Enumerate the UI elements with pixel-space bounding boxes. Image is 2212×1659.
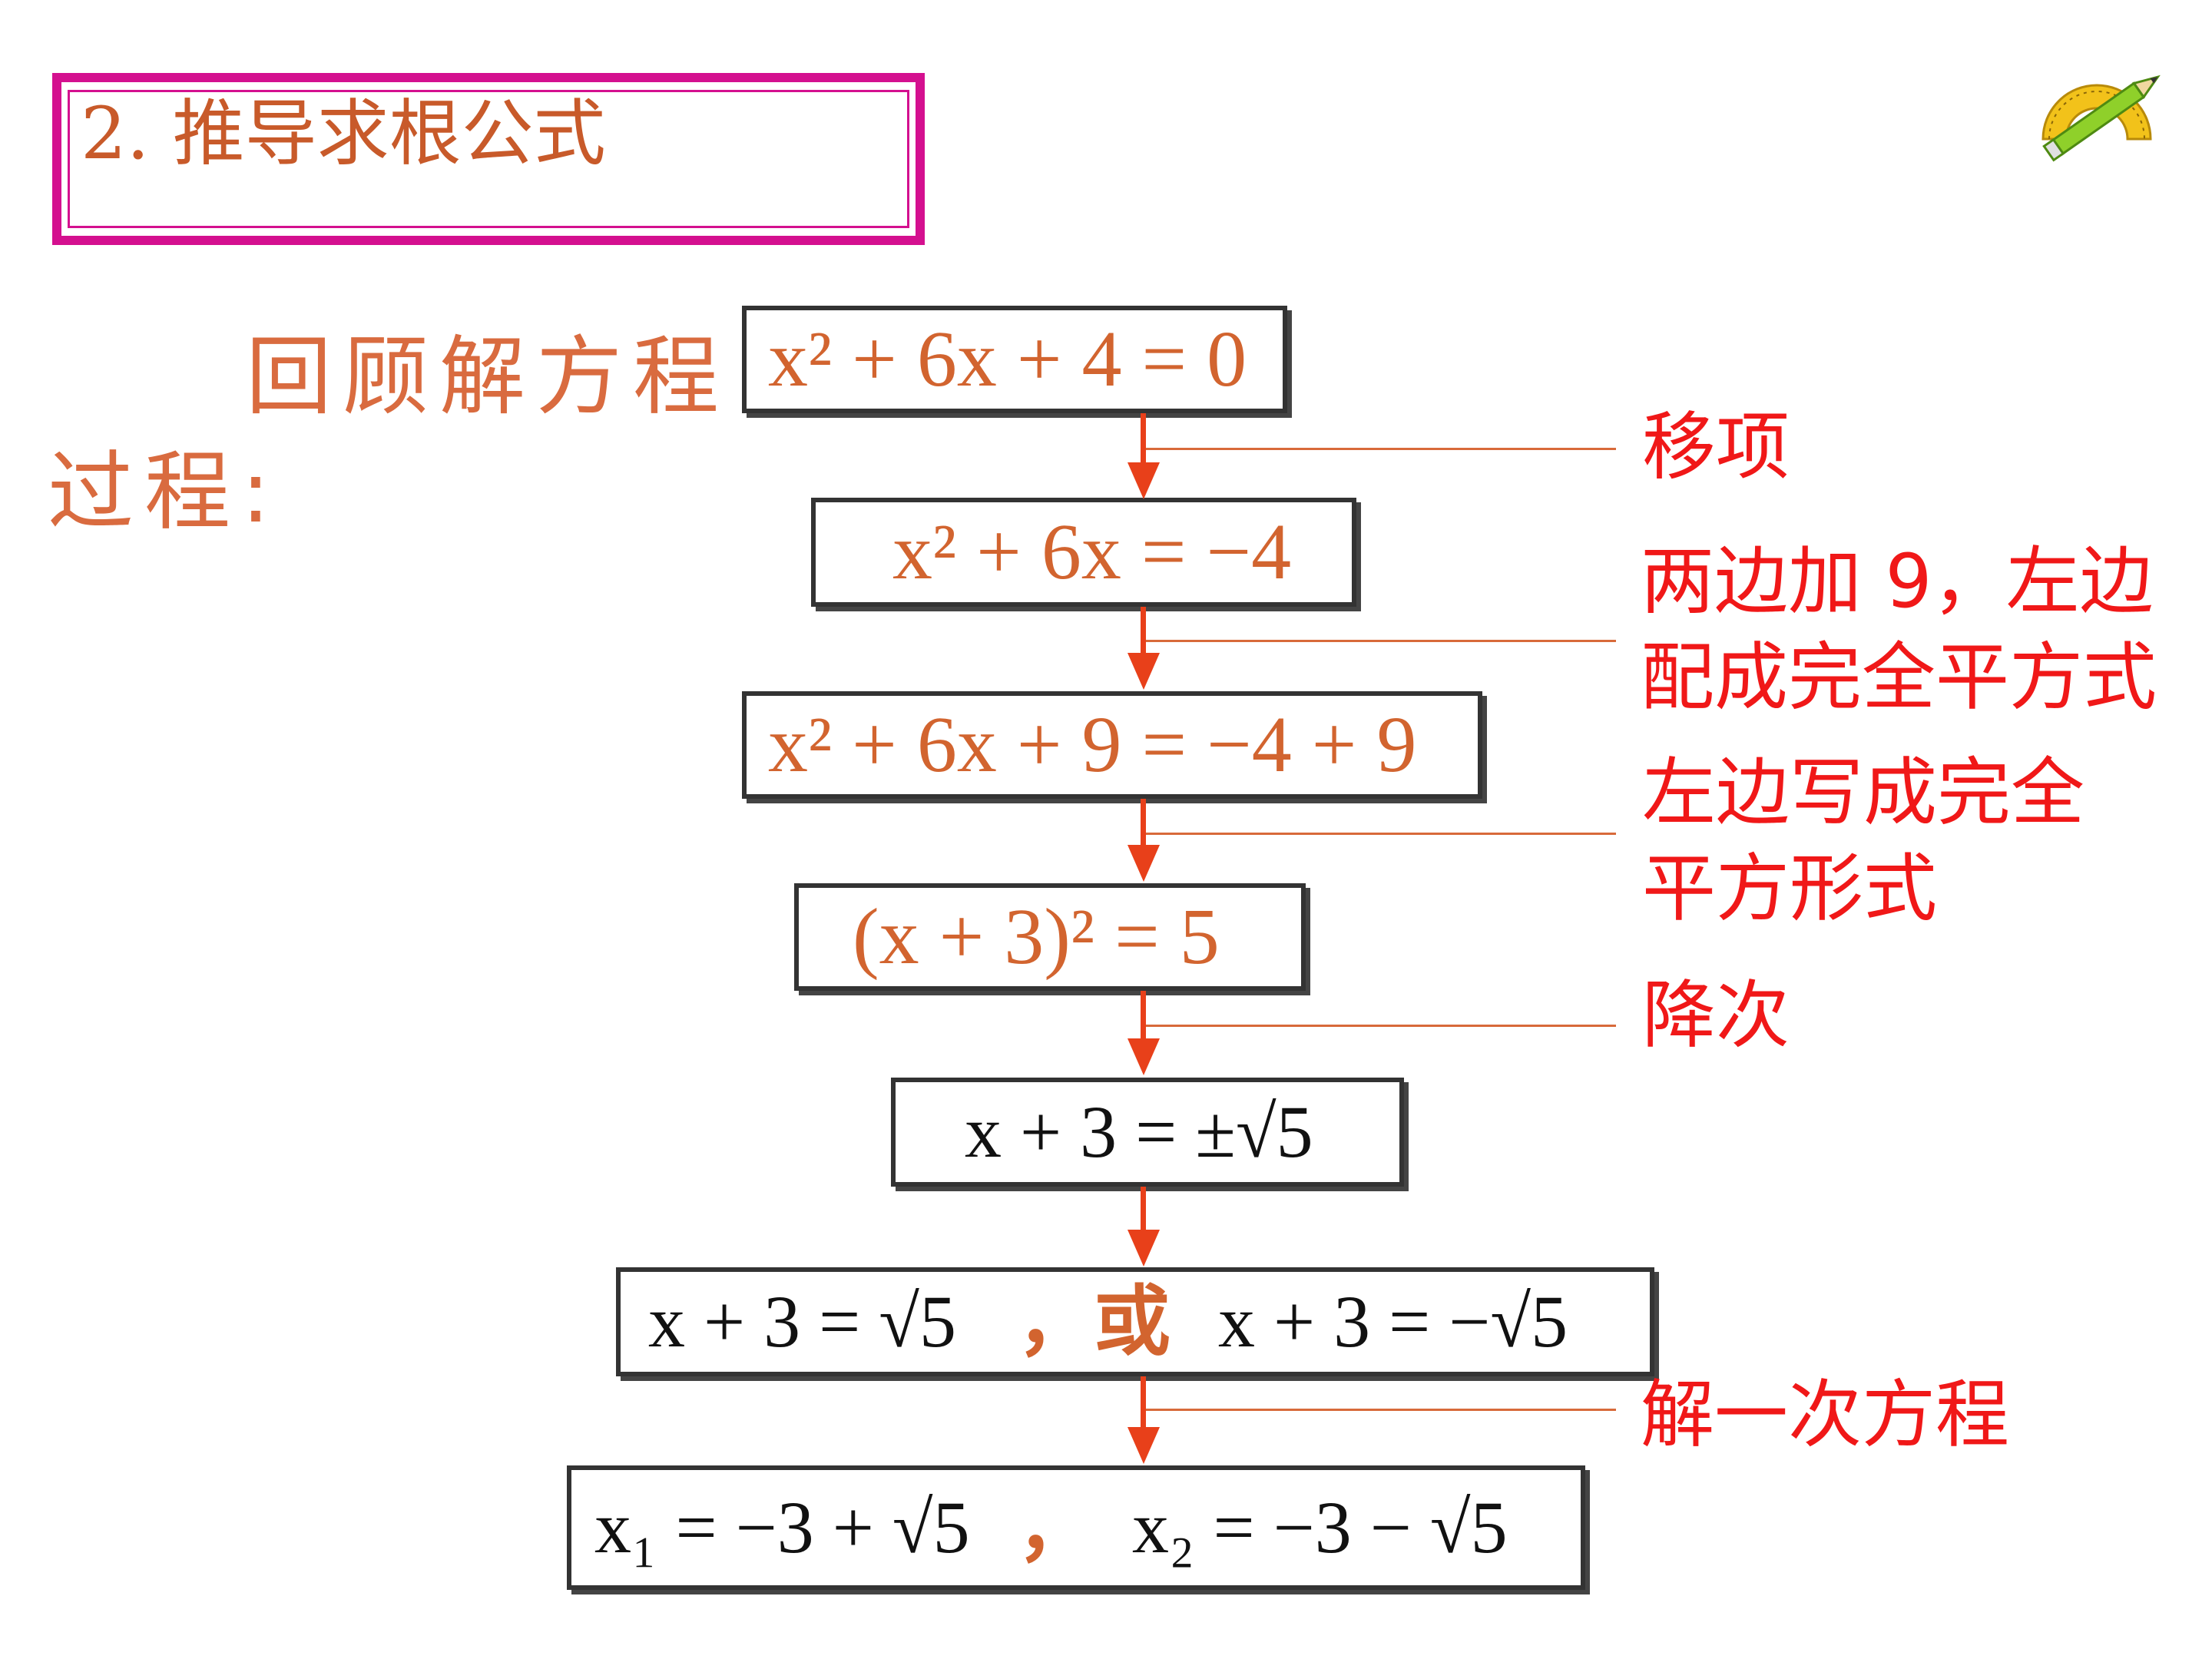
step-label-3: 左边写成完全 平方形式 [1642, 750, 2085, 932]
equation-3: x² + 6x + 9 = −4 + 9 [768, 700, 1417, 789]
equation-box-4: (x + 3)² = 5 [794, 883, 1306, 991]
section-title: 2. 推导求根公式 [81, 98, 606, 171]
section-number: 2. [81, 92, 150, 176]
equation-6-right: x + 3 = −√5 [1218, 1280, 1568, 1363]
equation-box-3: x² + 6x + 9 = −4 + 9 [742, 691, 1482, 799]
equation-box-6: x + 3 = √5 ，或 x + 3 = −√5 [616, 1267, 1654, 1376]
equation-box-1: x² + 6x + 4 = 0 [742, 306, 1287, 413]
section-title-text: 推导求根公式 [172, 92, 606, 176]
review-line-2: 过程: [48, 442, 281, 542]
equation-2: x² + 6x = −4 [892, 508, 1292, 596]
connector-line-5 [1146, 1409, 1616, 1411]
equation-6-left: x + 3 = √5 [648, 1280, 956, 1363]
step-label-4: 降次 [1642, 972, 1790, 1058]
step-label-1: 移项 [1642, 404, 1790, 490]
equation-7-right: x₂ = −3 − √5 [1132, 1486, 1508, 1568]
equation-box-2: x² + 6x = −4 [811, 498, 1356, 607]
equation-1: x² + 6x + 4 = 0 [768, 315, 1247, 403]
equation-6-separator: ，或 [1017, 1277, 1171, 1366]
review-line-1: 回顾解方程 [246, 327, 730, 427]
equation-4: (x + 3)² = 5 [853, 892, 1220, 981]
connector-line-3 [1146, 833, 1616, 835]
title-frame [52, 73, 925, 245]
equation-7-separator: ， [1017, 1482, 1094, 1572]
equation-5: x + 3 = ±√5 [965, 1091, 1313, 1173]
step-label-2: 两边加 9，左边 配成完全平方式 [1641, 538, 2157, 720]
equation-7-left: x₁ = −3 + √5 [594, 1486, 970, 1568]
equation-box-7: x₁ = −3 + √5 ， x₂ = −3 − √5 [567, 1465, 1585, 1590]
connector-line-1 [1146, 448, 1616, 450]
step-label-5: 解一次方程 [1641, 1372, 2009, 1458]
equation-box-5: x + 3 = ±√5 [891, 1078, 1404, 1187]
connector-line-4 [1146, 1025, 1616, 1027]
protractor-pencil-icon [2028, 66, 2174, 166]
connector-line-2 [1146, 640, 1616, 642]
